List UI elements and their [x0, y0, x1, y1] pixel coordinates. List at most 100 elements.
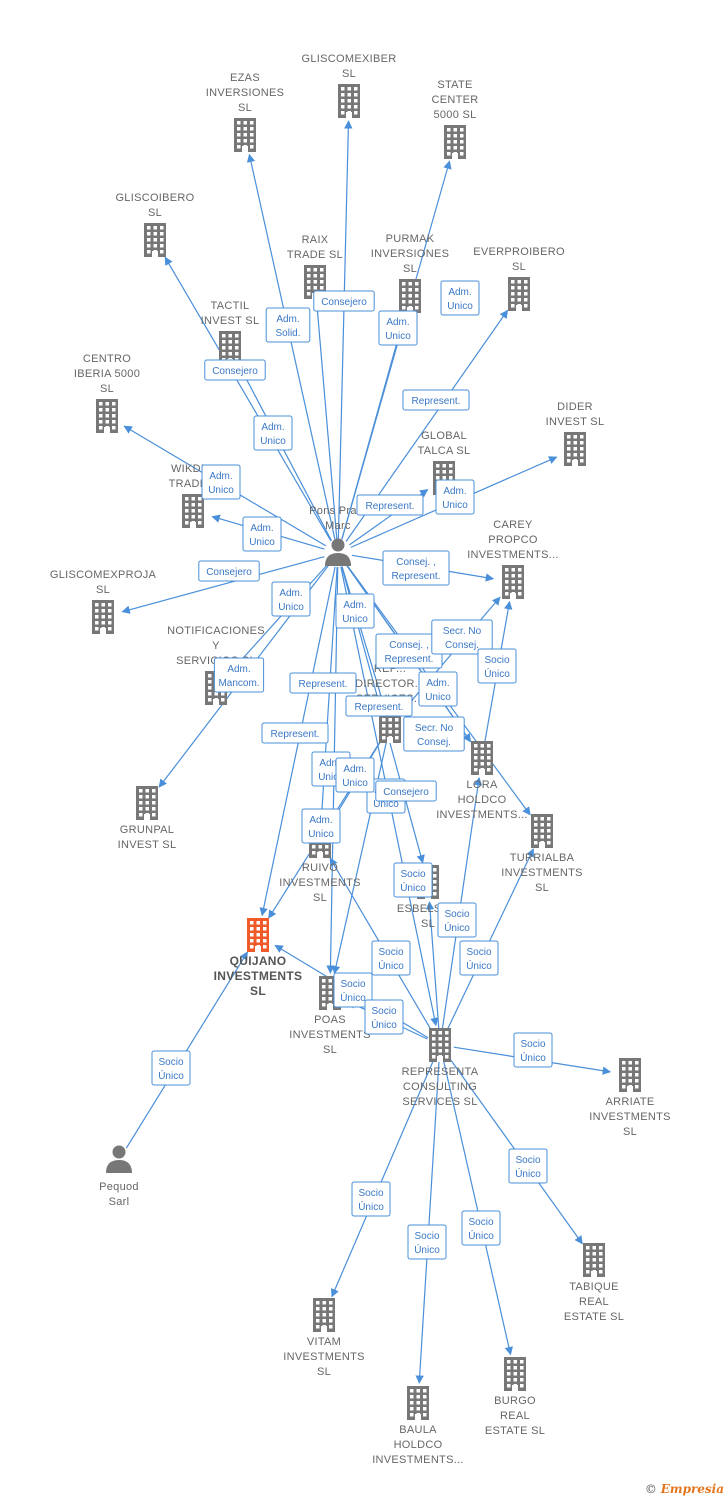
- edge-label-text: Represent.: [271, 729, 320, 740]
- edge-label-text: Adm.: [309, 815, 332, 826]
- edge-label-pons-ruivo[interactable]: Represent.: [289, 672, 357, 694]
- node-label: TALCA SL: [418, 445, 471, 457]
- building-icon: [429, 1028, 451, 1062]
- edge-label-pons-statecenter[interactable]: Adm.Unico: [378, 310, 418, 346]
- edge-label-repdirector-ruivo[interactable]: Adm.Unico: [335, 757, 375, 793]
- edge-label-text: Socio: [340, 979, 365, 990]
- node-label: INVESTMENTS: [289, 1029, 371, 1041]
- building-icon: [508, 277, 530, 311]
- edge-label-pons-wikdel[interactable]: Adm.Unico: [242, 516, 282, 552]
- node-label: CAREY: [493, 519, 533, 531]
- node-baula[interactable]: BAULAHOLDCOINVESTMENTS...: [372, 1386, 464, 1466]
- node-label: SL: [512, 261, 526, 273]
- brand-logo[interactable]: Empresia: [660, 1482, 724, 1496]
- edge-label-pons-purmak[interactable]: Adm. Unico: [440, 280, 480, 316]
- edge-label-pons-globaltalca[interactable]: Adm.Unico: [435, 479, 475, 515]
- edge-label-pons-gliscomexproja[interactable]: Consejero: [198, 560, 260, 582]
- edge-label-text: Unico: [447, 301, 473, 312]
- node-label: STATE: [437, 79, 472, 91]
- edge-label-text: Mancom.: [218, 678, 259, 689]
- edge-label-pons-raix[interactable]: Adm.Solid.: [265, 307, 311, 343]
- edge-label-pons-turrialba[interactable]: Adm.Unico: [418, 671, 458, 707]
- person-icon: [106, 1145, 132, 1173]
- edge-label-pons-repdirector[interactable]: Adm.Unico: [335, 593, 375, 629]
- edge-label-text: Adm.: [279, 588, 302, 599]
- building-icon: [504, 1357, 526, 1391]
- edge-label-text: Adm.: [261, 422, 284, 433]
- node-label: TACTIL: [211, 300, 250, 312]
- edge-label-pons-dider[interactable]: Represent.: [356, 494, 424, 516]
- edge-label-pons-everproibero[interactable]: Represent.: [402, 389, 470, 411]
- edge-pons-notificaciones: [228, 562, 330, 674]
- edge-label-text: Socio: [158, 1057, 183, 1068]
- edge-label-pons-grunpal[interactable]: Adm.Mancom.: [213, 657, 265, 693]
- edge-label-text: Único: [520, 1051, 546, 1064]
- edge-label-text: Único: [358, 1200, 384, 1213]
- edge-label-pons-carey[interactable]: Consej. ,Represent.: [382, 550, 450, 586]
- edge-label-text: Represent.: [385, 654, 434, 665]
- edge-pons-ezas: [246, 153, 336, 540]
- edge-label-pons-quijano[interactable]: Represent.: [261, 722, 329, 744]
- node-label: NOTIFICACIONES: [167, 625, 265, 637]
- edge-label-text: Socio: [371, 1006, 396, 1017]
- node-label: REPRESENTA: [402, 1066, 479, 1078]
- edge-label-text: Socio: [400, 869, 425, 880]
- edge-label-pons-gliscomexiber[interactable]: Consejero: [313, 290, 375, 312]
- edge-label-pons-gliscoibero[interactable]: Consejero: [204, 359, 266, 381]
- edge-label-text: Adm.: [448, 287, 471, 298]
- edge-label-pons-tactil[interactable]: Adm.Unico: [253, 415, 293, 451]
- node-label: VITAM: [307, 1336, 341, 1348]
- edge-label-text: Represent.: [392, 571, 441, 582]
- edge-label-repdirector-poas[interactable]: Consejero: [375, 780, 437, 802]
- edge-label-pons-notificaciones[interactable]: Adm.Unico: [271, 581, 311, 617]
- edge-pons-tactil: [238, 364, 333, 541]
- node-lora[interactable]: LORAHOLDCOINVESTMENTS...: [436, 741, 528, 821]
- edge-label-text: Unico: [208, 485, 234, 496]
- edge-label-pons-representa[interactable]: Represent.: [345, 695, 413, 717]
- node-label: SL: [100, 383, 114, 395]
- edge-label-repdirector-quijano[interactable]: Adm.Unico: [301, 808, 341, 844]
- node-pons[interactable]: Pons Pra...Marc: [309, 505, 367, 566]
- edge-label-pons-lora[interactable]: Consej. ,Represent.: [375, 633, 443, 669]
- edge-label-pons-centroiberia[interactable]: Adm.Unico: [201, 464, 241, 500]
- building-icon: [136, 786, 158, 820]
- node-carey[interactable]: CAREYPROPCOINVESTMENTS...: [467, 519, 559, 599]
- node-label: TABIQUE: [569, 1281, 619, 1293]
